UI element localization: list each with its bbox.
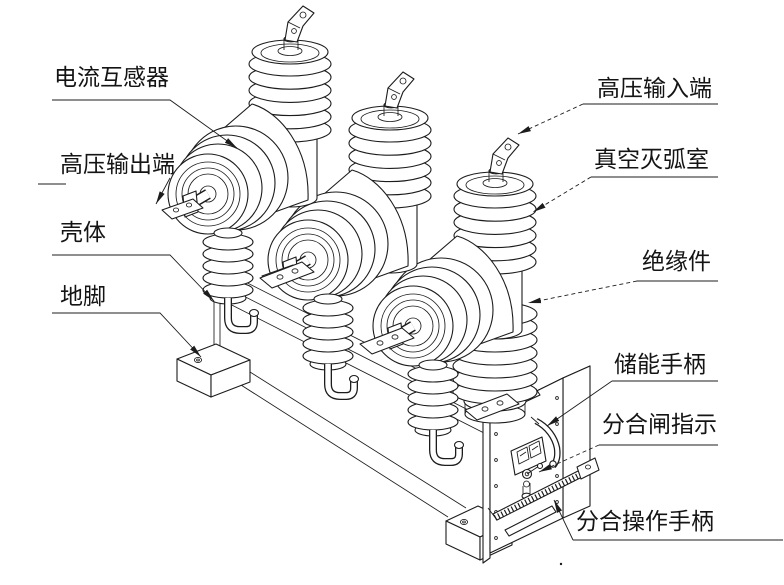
leader-vacuum-interrupter [532,176,592,213]
operating-linkage-rod [487,457,600,566]
box-right-face [562,365,591,519]
leader-current-transformer [52,99,238,149]
indicator-bell-crank [521,462,544,480]
label-hv-output-terminal: 高压输出端 [60,151,175,177]
leader-housing [52,254,215,302]
label-current-transformer: 电流互感器 [54,64,169,90]
charging-handle-lever [530,416,561,469]
leader-mounting-foot [52,312,202,358]
label-housing: 壳体 [60,219,106,245]
leader-open-close-indicator [538,444,600,473]
label-vacuum-interrupter: 真空灭弧室 [594,146,709,172]
callout-leaders [38,99,783,541]
leader-charging-handle [546,380,613,427]
label-mounting-foot: 地脚 [60,283,106,309]
leader-insulator [527,280,638,304]
label-insulator: 绝缘件 [642,248,711,274]
frame-bottom-edges [229,371,467,518]
mounting-foot-left [176,343,251,398]
callout-labels: 电流互感器 高压输出端 壳体 地脚 高压输入端 真空灭弧室 绝缘件 储能手柄 分… [54,64,717,534]
leader-hv-input [517,103,584,135]
label-open-close-indicator: 分合闸指示 [602,411,717,437]
leader-hv-output [155,177,171,205]
leader-operating-handle [553,499,574,541]
label-hv-input-terminal: 高压输入端 [597,75,712,101]
label-charging-handle: 储能手柄 [614,351,706,377]
open-close-indicator-plate [510,436,547,476]
label-operating-handle: 分合操作手柄 [576,508,714,534]
